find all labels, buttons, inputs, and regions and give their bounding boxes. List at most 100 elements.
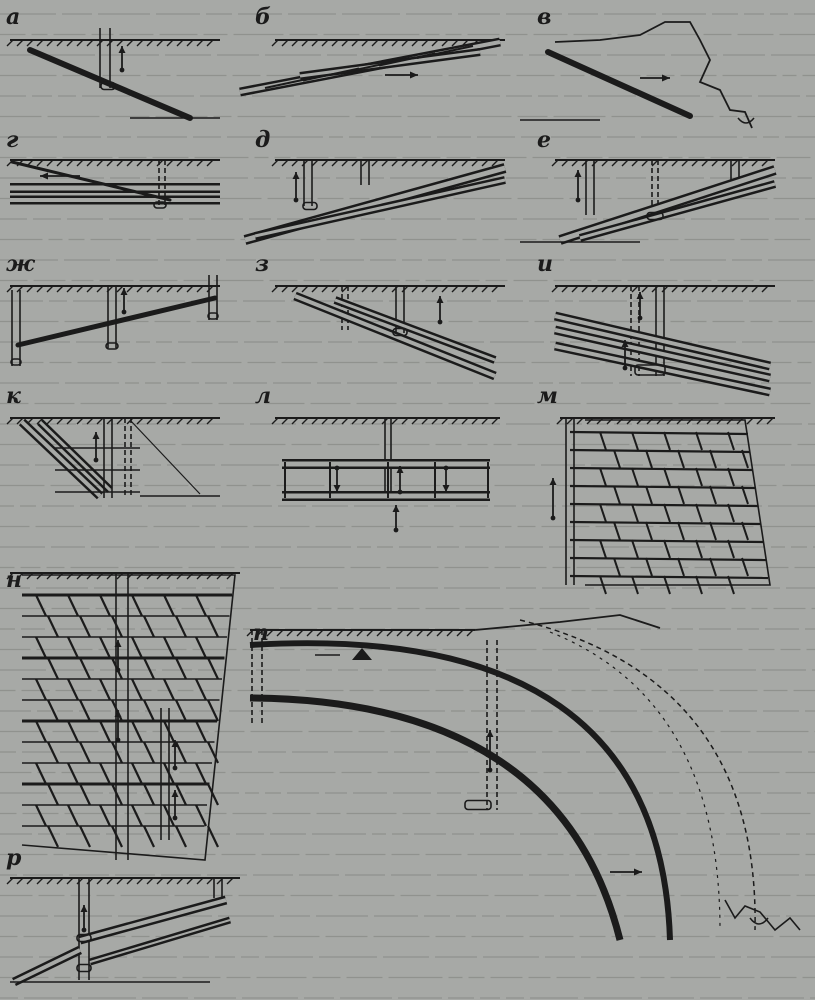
panel-l-scheme (271, 417, 500, 533)
drift-workings (18, 418, 104, 500)
coal-seam (545, 49, 693, 119)
drift-inner (559, 167, 776, 243)
crosscut (416, 45, 474, 59)
inclined-drift (207, 825, 219, 848)
rise-cut (631, 467, 639, 487)
rise-cut (727, 503, 735, 523)
panel-label-l: л (255, 383, 271, 409)
panel-label-n: н (6, 567, 22, 593)
inclined-drift (131, 678, 143, 701)
arrow-tail-dot (437, 319, 443, 325)
arrow-tail-dot (81, 927, 87, 933)
inclined-drift (207, 615, 219, 638)
panel-label-p: п (253, 620, 269, 646)
arrow-tail-dot (393, 527, 399, 533)
arrow-tail-dot (443, 465, 449, 471)
panel-zh-scheme (6, 275, 220, 366)
longwall-drift (569, 430, 749, 436)
arc-boundary (519, 619, 756, 931)
inclined-drift (207, 657, 219, 680)
inclined-drift (99, 762, 111, 785)
arrow-up-icon (436, 296, 444, 325)
inclined-drift (47, 825, 59, 848)
arrow-up-icon (118, 46, 126, 73)
rise-cut (663, 539, 671, 559)
arrow-head (114, 710, 122, 717)
rise-cut (695, 503, 703, 523)
panel-label-d: д (255, 127, 270, 153)
inclined-drift (163, 762, 175, 785)
rise-cut (741, 485, 749, 505)
rise-cut (599, 431, 607, 451)
seam-edge (129, 419, 201, 495)
ground-hatch (6, 417, 214, 425)
drift-inner (254, 178, 506, 238)
rise-cut (631, 431, 639, 451)
arrow-head (442, 485, 450, 492)
arrow-down-icon (442, 465, 450, 492)
inclined-drift (35, 594, 47, 617)
inclined-drift (207, 699, 219, 722)
inclined-drift (195, 762, 207, 785)
arrow-head (114, 640, 122, 647)
inclined-drift (143, 657, 155, 680)
bleed-through-text (0, 13, 815, 999)
arrow-tail-dot (115, 667, 121, 673)
inclined-drift (143, 699, 155, 722)
inclined-drift (111, 741, 123, 764)
arrow-tail-dot (622, 365, 628, 371)
inclined-drift (143, 825, 155, 848)
shaft-station (207, 312, 219, 320)
inclined-drift (195, 594, 207, 617)
inclined-drift (131, 594, 143, 617)
arrow-up-icon (621, 340, 629, 371)
arrow-tail-dot (575, 197, 581, 203)
inclined-drift (99, 720, 111, 743)
inclined-drift (175, 825, 187, 848)
arrow-horizontal-icon (385, 71, 418, 79)
shaft-station (634, 364, 666, 376)
ground-hatch (6, 285, 214, 293)
panel-label-b: б (255, 4, 271, 30)
drift-workings (37, 419, 113, 493)
arrow-horizontal-icon (640, 74, 670, 82)
panel-label-v: в (537, 4, 551, 30)
inclined-drift (131, 804, 143, 827)
panel-e-scheme (520, 159, 777, 245)
inclined-drift (143, 615, 155, 638)
ground-hatch (271, 417, 499, 425)
arrow-head (92, 432, 100, 439)
inclined-drift (47, 783, 59, 806)
inclined-drift (35, 720, 47, 743)
arrow-tail-dot (397, 489, 403, 495)
longwall-drift (569, 466, 754, 472)
inclined-drift (47, 657, 59, 680)
inclined-drift (35, 762, 47, 785)
rise-cut (599, 539, 607, 559)
panel-a-scheme (6, 28, 220, 121)
rise-cut (709, 485, 717, 505)
rise-cut (631, 575, 639, 595)
inclined-drift (67, 804, 79, 827)
inclined-drift (195, 636, 207, 659)
longwall-drift (569, 538, 764, 544)
inclined-drift (163, 720, 175, 743)
ground-hatch (271, 159, 499, 167)
arrow-up-icon (171, 740, 179, 771)
panel-label-m: м (537, 383, 558, 409)
panel-m-scheme (549, 417, 775, 595)
panel-label-g: г (6, 127, 19, 153)
arc-seam (249, 640, 673, 941)
ground-hatch (551, 285, 769, 293)
block-outline (585, 419, 771, 586)
panel-z-scheme (271, 285, 505, 381)
arrow-tail-dot (121, 309, 127, 315)
rise-cut (727, 575, 735, 595)
inclined-drift (79, 657, 91, 680)
arrow-head (486, 730, 494, 737)
inclined-drift (131, 720, 143, 743)
arrow-tail-dot (172, 815, 178, 821)
arrow-tail-dot (487, 767, 493, 773)
arrow-tail-dot (637, 315, 643, 321)
